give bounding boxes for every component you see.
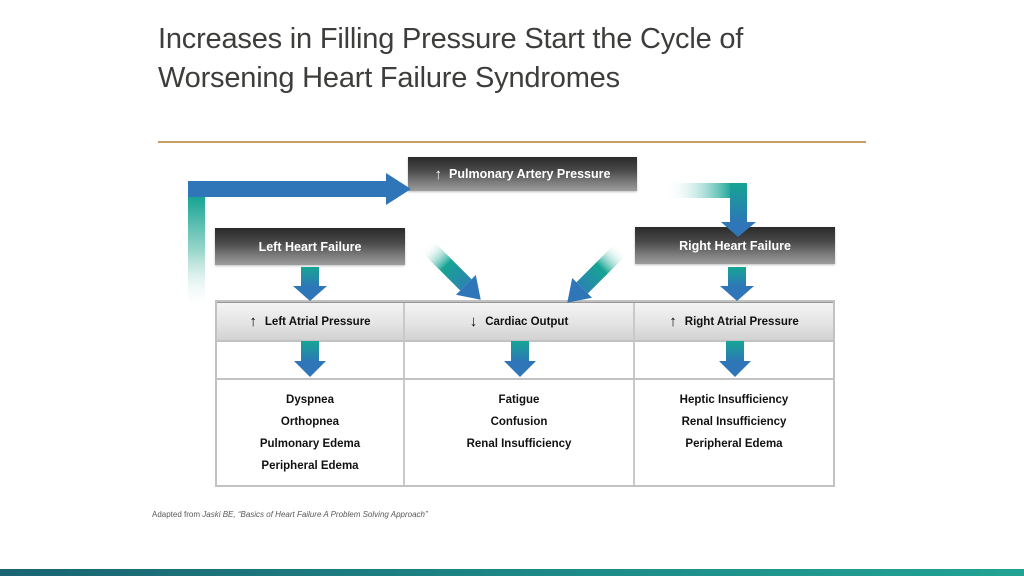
arrow-band-cell	[217, 342, 405, 378]
up-arrow-icon: ↑	[434, 165, 443, 183]
arrow-band-row	[217, 342, 833, 380]
symptom-item: Renal Insufficiency	[466, 438, 572, 450]
slide-title-line1: Increases in Filling Pressure Start the …	[158, 23, 744, 55]
right-heart-failure-box: Right Heart Failure	[635, 227, 835, 264]
cardiac-output-label: Cardiac Output	[485, 315, 569, 328]
diagonal-arrow-left-to-cardiac-output	[421, 240, 481, 300]
left-heart-failure-label: Left Heart Failure	[258, 239, 362, 254]
slide-title: Increases in Filling Pressure Start the …	[158, 20, 918, 98]
symptoms-cell-right: Heptic Insufficiency Renal Insufficiency…	[635, 380, 833, 485]
citation-prefix: Adapted from	[152, 510, 203, 519]
source-citation: Adapted from Jaski BE, “Basics of Heart …	[152, 510, 428, 519]
bottom-accent-bar	[0, 569, 1024, 576]
right-atrial-pressure-label: Right Atrial Pressure	[684, 315, 799, 328]
symptom-item: Peripheral Edema	[685, 438, 783, 450]
left-heart-failure-box: Left Heart Failure	[215, 228, 405, 265]
title-underline-rule	[158, 141, 866, 143]
right-heart-down-arrow	[720, 267, 754, 301]
symptoms-cell-left: Dyspnea Orthopnea Pulmonary Edema Periph…	[217, 380, 405, 485]
pulmonary-artery-pressure-label: Pulmonary Artery Pressure	[449, 167, 611, 181]
hemodynamics-table: ↑ Left Atrial Pressure ↓ Cardiac Output …	[215, 300, 835, 487]
slide-title-line2: Worsening Heart Failure Syndromes	[158, 62, 620, 94]
left-atrial-pressure-label: Left Atrial Pressure	[264, 315, 371, 328]
symptom-item: Orthopnea	[280, 416, 340, 428]
symptom-item: Confusion	[490, 416, 548, 428]
down-arrow-icon: ↓	[469, 313, 478, 330]
symptom-item: Renal Insufficiency	[681, 416, 787, 428]
left-heart-down-arrow	[293, 267, 327, 301]
symptoms-row: Dyspnea Orthopnea Pulmonary Edema Periph…	[217, 380, 833, 485]
up-arrow-icon: ↑	[249, 313, 257, 330]
symptom-item: Heptic Insufficiency	[679, 394, 789, 406]
arrow-band-cell	[635, 342, 833, 378]
symptom-item: Dyspnea	[286, 394, 334, 406]
right-heart-failure-label: Right Heart Failure	[679, 238, 791, 253]
up-arrow-icon: ↑	[669, 313, 677, 330]
header-cell-cardiac-output: ↓ Cardiac Output	[405, 303, 635, 340]
symptom-item: Pulmonary Edema	[259, 438, 361, 450]
header-cell-right-atrial-pressure: ↑ Right Atrial Pressure	[635, 303, 833, 340]
arrow-band-cell	[405, 342, 635, 378]
symptom-item: Fatigue	[498, 394, 540, 406]
citation-text: Jaski BE, “Basics of Heart Failure A Pro…	[202, 510, 428, 519]
symptom-item: Peripheral Edema	[261, 460, 359, 472]
table-header-row: ↑ Left Atrial Pressure ↓ Cardiac Output …	[217, 302, 833, 342]
pulmonary-artery-pressure-box: ↑ Pulmonary Artery Pressure	[408, 157, 637, 191]
header-cell-left-atrial-pressure: ↑ Left Atrial Pressure	[217, 303, 405, 340]
symptoms-cell-center: Fatigue Confusion Renal Insufficiency	[405, 380, 635, 485]
